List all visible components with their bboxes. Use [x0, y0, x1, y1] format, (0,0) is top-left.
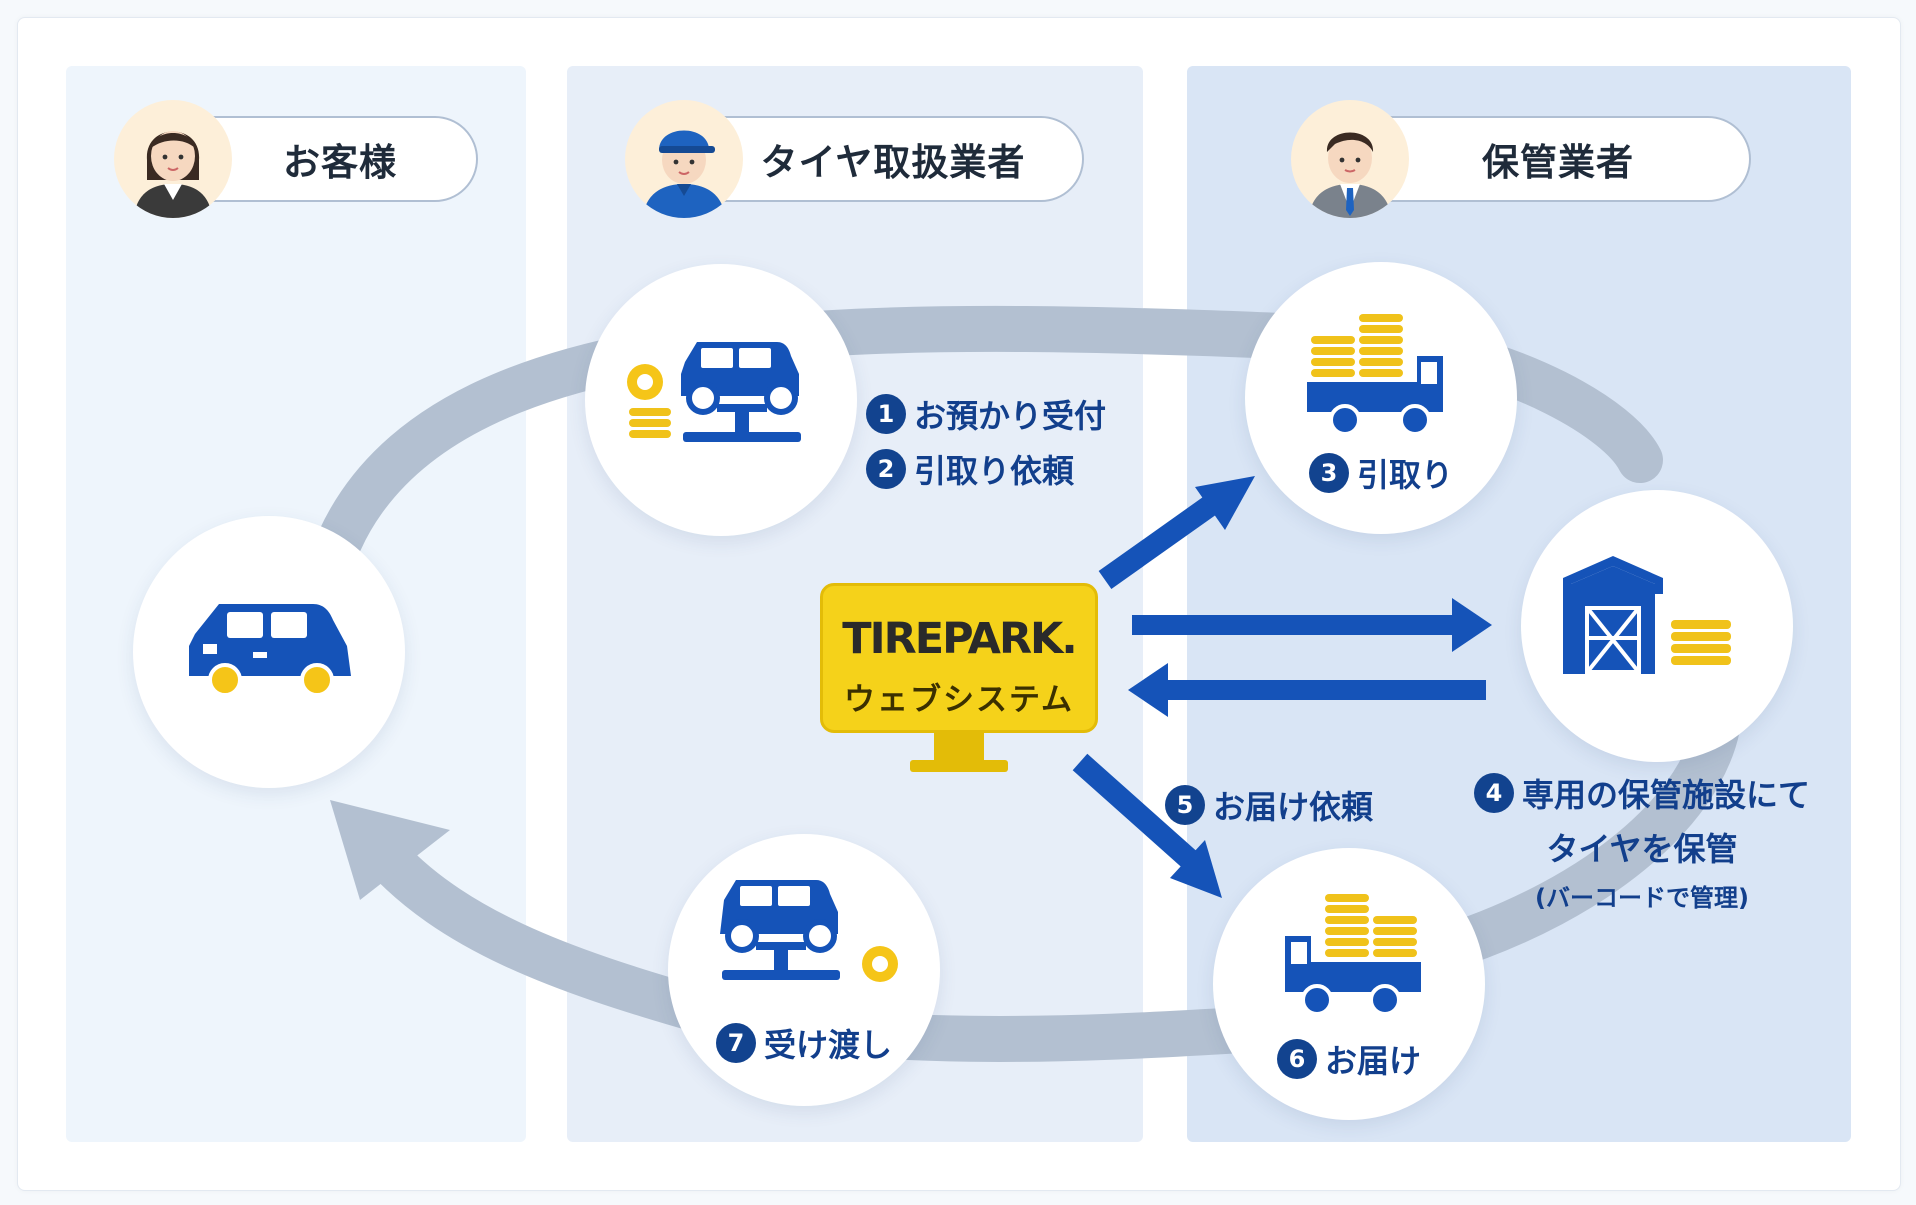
- monitor-stand-base: [910, 760, 1008, 772]
- storage-role-label: 保管業者: [1482, 141, 1634, 184]
- tirepark-logo: TIREPARK.: [842, 614, 1077, 664]
- step-badge: 3: [1308, 453, 1349, 493]
- monitor-stand-neck: [934, 733, 984, 765]
- customer-role-label: お客様: [283, 141, 397, 184]
- step-badge: 7: [715, 1023, 756, 1063]
- step-6-delivery: 6 お届け: [1213, 1036, 1485, 1082]
- step-badge: 6: [1276, 1039, 1317, 1079]
- step-4-storage: 4 専用の保管施設にて タイヤを保管 (バーコードで管理): [1462, 770, 1822, 913]
- cycle-loop-top: [317, 305, 1663, 563]
- step-3-pickup: 3 引取り: [1245, 450, 1517, 496]
- reception-node: [585, 264, 857, 536]
- storage-role-pill: 保管業者: [1345, 116, 1751, 202]
- pickup-node: 3 引取り: [1245, 262, 1517, 534]
- car-lift-icon: [627, 342, 801, 442]
- step-label-line1: 専用の保管施設にて: [1521, 776, 1810, 814]
- cycle-loop-arrowhead: [330, 800, 450, 900]
- step-badge: 2: [866, 449, 906, 489]
- step-label: お届け依頼: [1213, 788, 1374, 826]
- step-label: お預かり受付: [914, 397, 1107, 435]
- car-icon: [189, 604, 351, 697]
- delivery-truck-icon: [1285, 894, 1421, 1016]
- step-1-reception: 1 お預かり受付: [866, 391, 1106, 437]
- tirepark-web-system-monitor: TIREPARK. ウェブシステム: [820, 583, 1098, 733]
- dealer-role-pill: タイヤ取扱業者: [682, 116, 1084, 202]
- step-label: お届け: [1324, 1042, 1421, 1080]
- handover-node: 7 受け渡し: [668, 834, 940, 1106]
- storage-avatar: [1291, 100, 1409, 218]
- step-badge: 1: [866, 394, 906, 434]
- warehouse-icon: [1563, 556, 1731, 674]
- delivery-node: 6 お届け: [1213, 848, 1485, 1120]
- step-label-line3: (バーコードで管理): [1535, 884, 1749, 912]
- dealer-role-label: タイヤ取扱業者: [760, 141, 1026, 184]
- step-2-pickup-request: 2 引取り依頼: [866, 446, 1074, 492]
- web-system-label: ウェブシステム: [843, 682, 1075, 718]
- step-7-handover: 7 受け渡し: [668, 1020, 940, 1066]
- customer-avatar: [114, 100, 232, 218]
- step-label-line2: タイヤを保管: [1546, 830, 1738, 868]
- customer-car-node: [133, 516, 405, 788]
- step-label: 引取り依頼: [914, 452, 1075, 490]
- dealer-avatar: [625, 100, 743, 218]
- truck-icon: [1307, 314, 1443, 436]
- warehouse-node: [1521, 490, 1793, 762]
- step-label: 受け渡し: [763, 1026, 892, 1064]
- system-arrows: [1072, 476, 1492, 898]
- handover-car-lift-icon: [720, 880, 898, 982]
- step-label: 引取り: [1356, 456, 1453, 494]
- step-badge: 4: [1473, 773, 1514, 813]
- step-5-delivery-request: 5 お届け依頼: [1165, 782, 1373, 828]
- step-badge: 5: [1165, 785, 1205, 825]
